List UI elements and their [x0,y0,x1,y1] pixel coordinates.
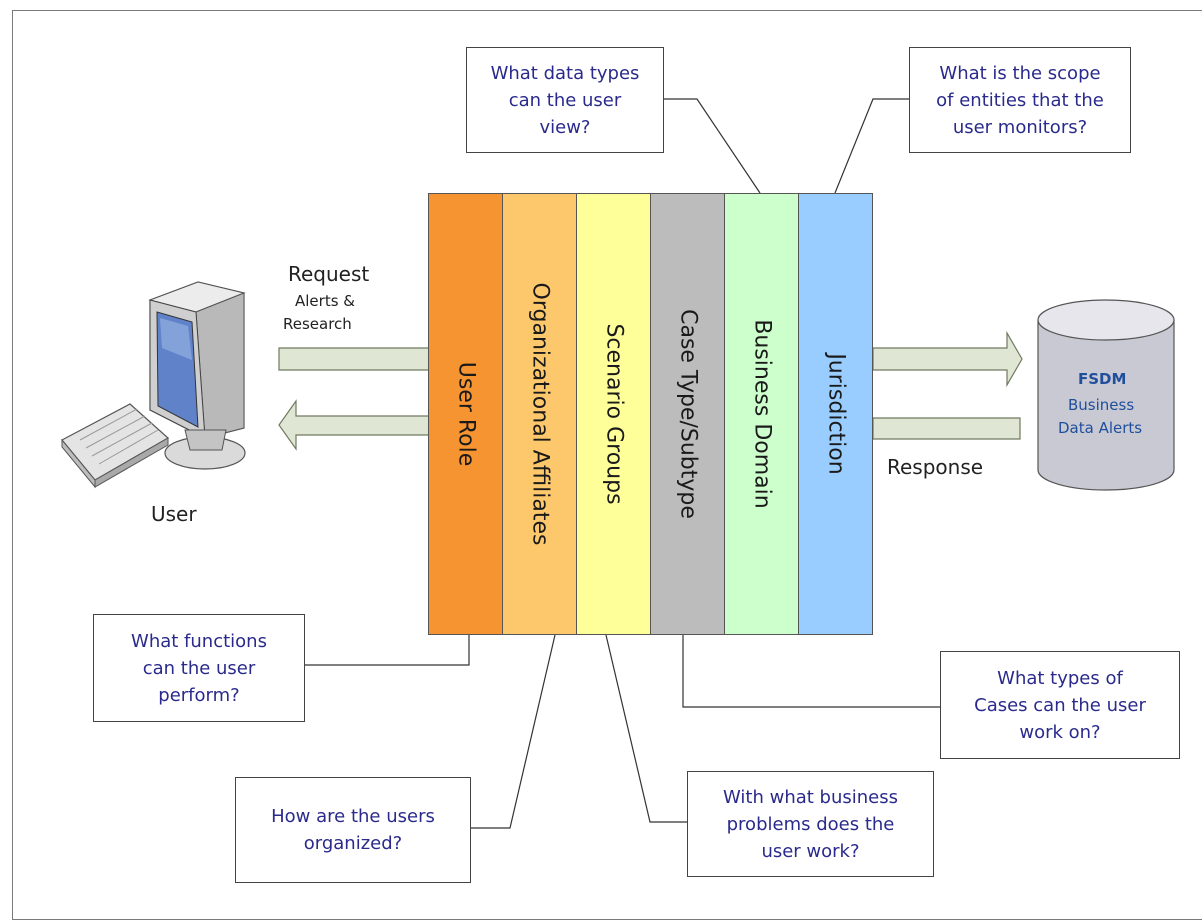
connector-scope [834,98,909,194]
response-to-user-arrow [278,399,430,451]
callout-line: view? [539,116,591,138]
request-sublabel-1: Alerts & [295,292,355,310]
callout-user-organization: How are the users organized? [235,777,471,883]
callout-line: work on? [1019,721,1101,743]
callout-line: user work? [761,840,860,862]
band-label: Business Domain [749,319,774,509]
user-label: User [151,502,197,526]
callout-text: With what business problems does the user … [723,784,898,865]
callout-line: perform? [158,684,240,706]
callout-line: With what business [723,786,898,808]
database-line-2: Data Alerts [1058,419,1143,437]
band-label: Case Type/Subtype [675,309,700,519]
band-label: Organizational Affiliates [527,282,552,546]
band-organizational-affiliates: Organizational Affiliates [502,193,577,635]
request-sublabel-2: Research [283,315,352,333]
database-icon [1037,299,1175,491]
callout-line: can the user [508,89,622,111]
connector-organized [471,634,556,829]
callout-line: What types of [997,667,1123,689]
band-scenario-groups: Scenario Groups [576,193,651,635]
band-label: User Role [453,361,478,467]
callout-user-functions: What functions can the user perform? [93,614,305,722]
callout-line: of entities that the [936,89,1104,111]
connector-case-types [682,635,940,708]
request-arrow [278,347,430,371]
callout-text: What is the scope of entities that the use… [936,60,1104,141]
callout-line: What functions [131,630,267,652]
callout-text: What data types can the user view? [491,60,640,141]
band-label: Jurisdiction [823,353,848,475]
band-label: Scenario Groups [601,323,626,505]
band-business-domain: Business Domain [724,193,799,635]
callout-line: problems does the [726,813,895,835]
band-user-role: User Role [428,193,503,635]
callout-line: What is the scope [939,62,1101,84]
callout-line: How are the users [271,806,435,827]
response-from-db-arrow [872,417,1021,440]
callout-text: What functions can the user perform? [131,628,267,709]
band-case-type-subtype: Case Type/Subtype [650,193,725,635]
callout-line: organized? [303,833,403,854]
connector-business-problems [605,634,687,823]
computer-icon [61,281,246,489]
callout-line: What data types [490,62,640,84]
callout-text: What types of Cases can the user work on? [974,665,1146,746]
callout-line: Cases can the user [974,694,1146,716]
band-jurisdiction: Jurisdiction [798,193,873,635]
connector-functions [305,635,470,666]
connector-data-types [663,98,761,194]
database-title: FSDM [1078,370,1127,388]
request-label: Request [288,262,370,286]
response-label: Response [887,455,984,479]
callout-business-problems: With what business problems does the user … [687,771,934,877]
database-line-1: Business [1068,396,1135,414]
callout-case-types: What types of Cases can the user work on? [940,651,1180,759]
callout-entity-scope: What is the scope of entities that the use… [909,47,1131,153]
callout-line: can the user [142,657,256,679]
callout-line: user monitors? [952,116,1088,138]
callout-data-types: What data types can the user view? [466,47,664,153]
callout-text: How are the users organized? [271,803,435,857]
request-to-db-arrow [872,330,1023,388]
